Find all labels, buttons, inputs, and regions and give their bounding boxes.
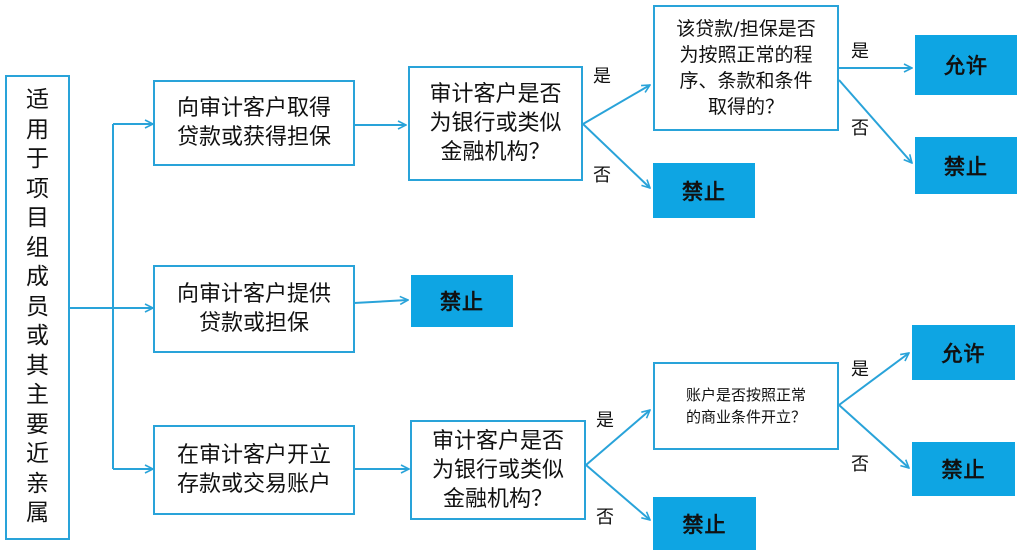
- label-yes-4: 是: [851, 359, 869, 380]
- outcome-forbid-5: 禁止: [912, 442, 1015, 496]
- label-no-2: 否: [851, 118, 869, 139]
- branch-deposit-account-text: 在审计客户开立 存款或交易账户: [176, 443, 331, 497]
- arrow-no-to-forbid-1: [582, 123, 650, 188]
- arrow-yes-to-normal-terms-account: [585, 410, 650, 466]
- branch-deposit-account: 在审计客户开立 存款或交易账户: [153, 425, 355, 515]
- branch-loan-from-client: 向审计客户取得 贷款或获得担保: [153, 80, 355, 166]
- outcome-forbid-2: 禁止: [411, 275, 513, 327]
- arrow-no-to-forbid-3: [838, 79, 912, 163]
- outcome-forbid-5-text: 禁止: [941, 458, 986, 482]
- label-yes-3: 是: [596, 410, 614, 431]
- label-no-1: 否: [593, 165, 611, 186]
- outcome-forbid-3: 禁止: [915, 137, 1017, 194]
- question-normal-terms-loan-text: 该贷款/担保是否 为按照正常的程 序、条款和条件 取得的？: [676, 18, 816, 118]
- outcome-forbid-2-text: 禁止: [440, 290, 484, 314]
- outcome-forbid-3-text: 禁止: [944, 154, 988, 179]
- outcome-allow-2-text: 允许: [941, 341, 986, 366]
- arrow-yes-to-normal-terms-loan: [582, 85, 650, 125]
- question-normal-terms-loan: 该贷款/担保是否 为按照正常的程 序、条款和条件 取得的？: [653, 5, 839, 131]
- root-text: 适 用 于 项 目 组 成 员 或 其 主 要 近 亲 属: [26, 87, 49, 527]
- question-is-bank-1: 审计客户是否 为银行或类似 金融机构？: [408, 66, 583, 181]
- arrow-yes-to-allow-2: [838, 353, 909, 406]
- label-yes-2: 是: [851, 41, 869, 62]
- label-no-4: 否: [851, 454, 869, 475]
- question-normal-terms-account: 账户是否按照正常 的商业条件开立？: [653, 362, 839, 450]
- branch-loan-from-client-text: 向审计客户取得 贷款或获得担保: [176, 96, 331, 150]
- question-is-bank-2-text: 审计客户是否 为银行或类似 金融机构？: [431, 428, 564, 512]
- outcome-forbid-1: 禁止: [653, 163, 755, 218]
- question-is-bank-2: 审计客户是否 为银行或类似 金融机构？: [410, 420, 586, 520]
- outcome-forbid-1-text: 禁止: [682, 179, 726, 204]
- outcome-allow-2: 允许: [912, 325, 1015, 380]
- arrow-no-to-forbid-4: [585, 464, 650, 520]
- label-no-3: 否: [596, 507, 614, 528]
- branch-loan-to-client-text: 向审计客户提供 贷款或担保: [176, 282, 331, 336]
- question-normal-terms-account-text: 账户是否按照正常 的商业条件开立？: [685, 386, 806, 426]
- outcome-allow-1: 允许: [915, 35, 1017, 95]
- outcome-allow-1-text: 允许: [944, 54, 988, 78]
- outcome-forbid-4-text: 禁止: [682, 512, 727, 537]
- outcome-forbid-4: 禁止: [653, 497, 756, 550]
- question-is-bank-1-text: 审计客户是否 为银行或类似 金融机构？: [429, 82, 562, 165]
- arrow-no-to-forbid-5: [838, 404, 909, 468]
- arrow-to-forbid-2: [353, 300, 408, 303]
- label-yes-1: 是: [593, 66, 611, 87]
- root-box: 适 用 于 项 目 组 成 员 或 其 主 要 近 亲 属: [5, 75, 70, 540]
- branch-loan-to-client: 向审计客户提供 贷款或担保: [153, 265, 355, 353]
